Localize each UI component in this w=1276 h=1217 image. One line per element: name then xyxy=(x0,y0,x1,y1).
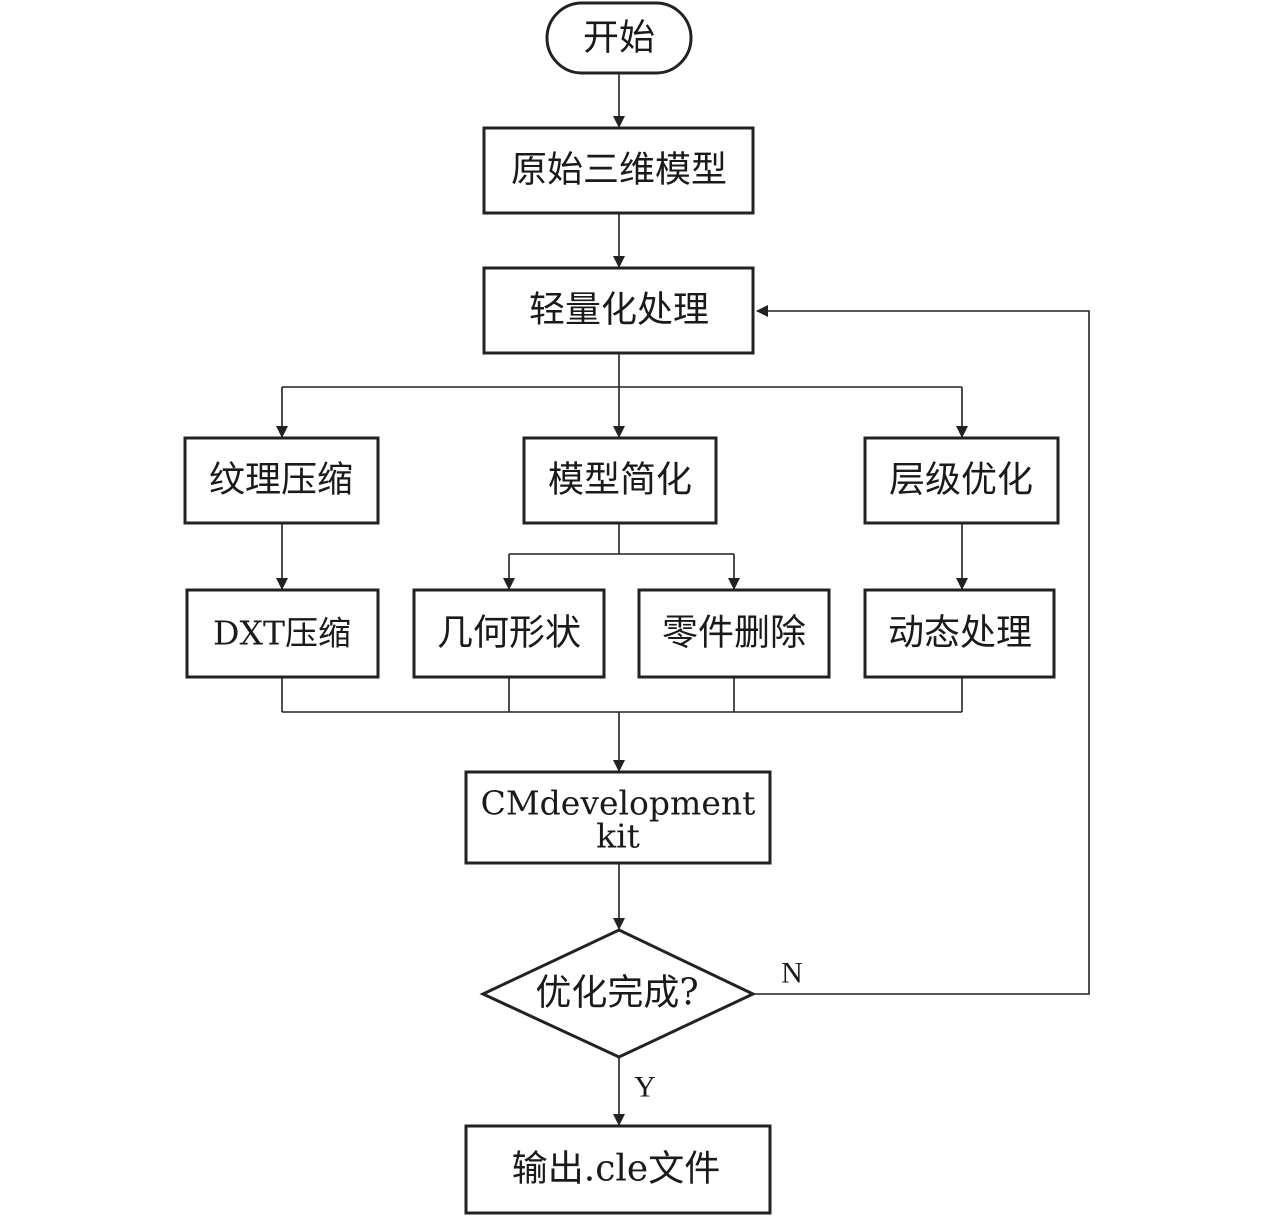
edge-label-no: N xyxy=(781,957,803,990)
model-simplify-box xyxy=(522,436,718,525)
lightweight-label: 轻量化处理 xyxy=(529,290,709,331)
node-geometry-shape: 几何形状 xyxy=(412,588,606,679)
node-dxt-compress: DXT压缩 xyxy=(185,588,380,679)
node-lightweight: 轻量化处理 xyxy=(482,266,755,355)
node-original-model: 原始三维模型 xyxy=(482,126,755,215)
decision-label: 优化完成? xyxy=(535,973,698,1014)
dynamic-process-box xyxy=(863,588,1056,679)
geometry-shape-box xyxy=(412,588,606,679)
level-optimize-label: 层级优化 xyxy=(889,460,1033,501)
original-model-label: 原始三维模型 xyxy=(511,150,727,191)
node-start: 开始 xyxy=(545,1,693,75)
connectors xyxy=(276,74,1090,1126)
lightweight-box xyxy=(482,266,755,355)
dxt-compress-box xyxy=(185,588,380,679)
geometry-shape-label: 几何形状 xyxy=(437,613,581,654)
dxt-compress-label: DXT压缩 xyxy=(213,614,351,653)
output-box xyxy=(464,1124,772,1215)
cmdevelopment-kit-label-line2: kit xyxy=(596,817,640,856)
level-optimize-box xyxy=(863,436,1060,525)
edge-label-yes: Y xyxy=(634,1071,656,1104)
output-label: 输出.cle文件 xyxy=(512,1149,720,1190)
dynamic-process-label: 动态处理 xyxy=(888,613,1032,654)
node-texture-compress: 纹理压缩 xyxy=(183,436,380,525)
node-output: 输出.cle文件 xyxy=(464,1124,772,1215)
node-dynamic-process: 动态处理 xyxy=(863,588,1056,679)
cmdevelopment-kit-label-line1: CMdevelopment xyxy=(481,784,756,823)
model-simplify-label: 模型简化 xyxy=(548,460,692,501)
part-delete-label: 零件删除 xyxy=(662,613,806,654)
texture-compress-box xyxy=(183,436,380,525)
cmdevelopment-kit-box xyxy=(464,770,772,865)
edge-no-loop-back xyxy=(754,305,1090,995)
original-model-box xyxy=(482,126,755,215)
texture-compress-label: 纹理压缩 xyxy=(209,460,353,501)
start-terminal-shape xyxy=(545,1,693,75)
node-decision: 优化完成? xyxy=(479,928,757,1059)
node-model-simplify: 模型简化 xyxy=(522,436,718,525)
part-delete-box xyxy=(637,588,831,679)
node-level-optimize: 层级优化 xyxy=(863,436,1060,525)
start-label: 开始 xyxy=(583,18,655,59)
decision-diamond xyxy=(479,928,757,1059)
node-part-delete: 零件删除 xyxy=(637,588,831,679)
node-cmdevelopment-kit: CMdevelopment kit xyxy=(464,770,772,865)
